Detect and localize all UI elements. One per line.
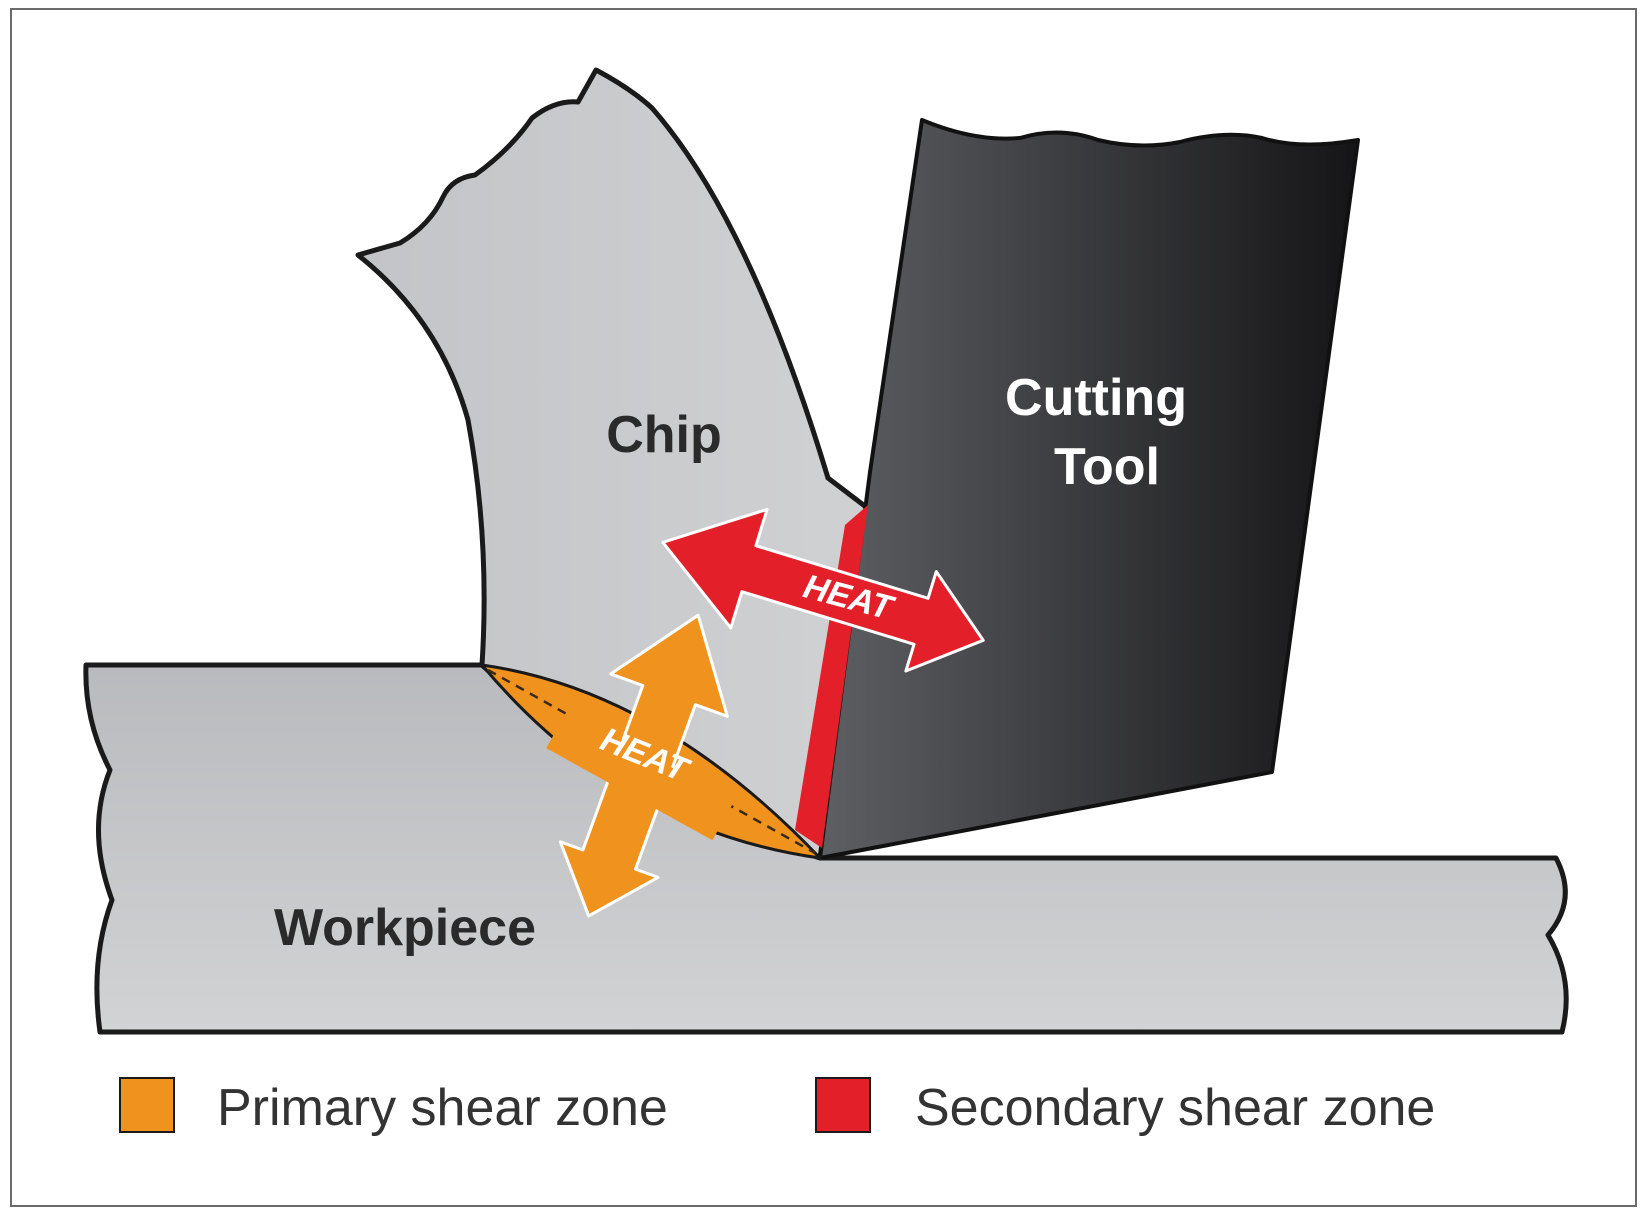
- primary-heat-bar: [546, 709, 734, 841]
- workpiece-label: Workpiece: [274, 899, 536, 957]
- cutting-tool-label-line2: Tool: [1054, 438, 1160, 496]
- legend: Primary shear zone Secondary shear zone: [119, 1077, 1435, 1137]
- chip-label: Chip: [606, 406, 722, 464]
- shear-plane-line: [487, 668, 816, 855]
- cutting-tool-shape: [818, 118, 1360, 860]
- secondary-heat-arrow: [661, 507, 985, 673]
- legend-label-secondary: Secondary shear zone: [915, 1079, 1435, 1137]
- legend-swatch-primary: [119, 1077, 175, 1133]
- legend-swatch-secondary: [815, 1077, 871, 1133]
- legend-label-primary: Primary shear zone: [217, 1079, 668, 1137]
- cutting-tool-label-line1: Cutting: [1005, 369, 1187, 427]
